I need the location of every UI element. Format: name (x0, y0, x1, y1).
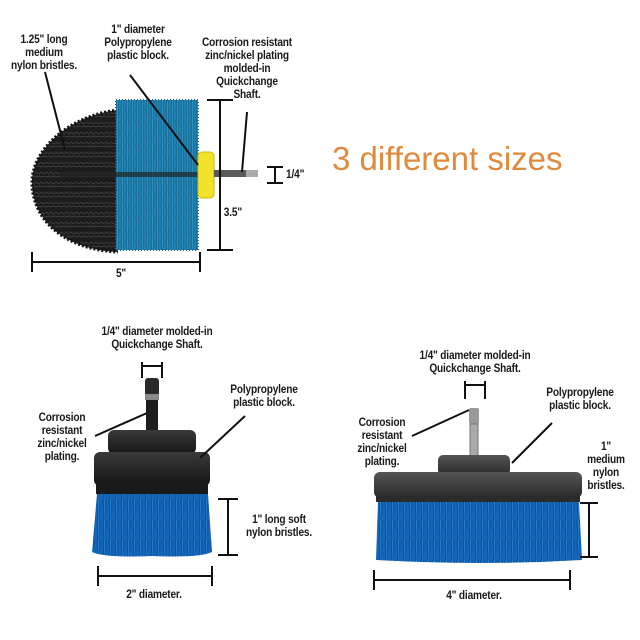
label-small-shaft: 1/4" diameter molded-in Quickchange Shaf… (101, 326, 213, 351)
label-large-block: 1" diameter Polypropylene plastic block. (104, 24, 172, 62)
headline-three-sizes: 3 different sizes (332, 140, 563, 177)
label-small-block: Polypropylene plastic block. (230, 384, 298, 409)
small-flat-brush (92, 362, 246, 586)
label-large-shaft: Corrosion resistant zinc/nickel plating … (201, 37, 293, 101)
wide-flat-brush (373, 381, 598, 590)
dim-wide-diameter: 4" diameter. (446, 590, 502, 602)
dim-large-width: 5" (115, 268, 127, 280)
dim-small-diameter: 2" diameter. (126, 589, 182, 601)
label-wide-shaft: 1/4" diameter molded-in Quickchange Shaf… (419, 350, 531, 375)
dim-large-height: 3.5" (223, 207, 242, 219)
label-wide-bristles: 1" medium nylon bristles. (587, 441, 625, 492)
label-wide-block: Polypropylene plastic block. (546, 387, 614, 412)
label-wide-plating: Corrosion resistant zinc/nickel plating. (357, 417, 407, 468)
label-small-plating: Corrosion resistant zinc/nickel plating. (37, 412, 87, 463)
dim-large-shaft: 1/4" (286, 169, 305, 181)
large-round-brush (30, 71, 283, 272)
label-small-bristles: 1" long soft nylon bristles. (246, 514, 312, 539)
label-large-bristles: 1.25" long medium nylon bristles. (11, 34, 77, 72)
